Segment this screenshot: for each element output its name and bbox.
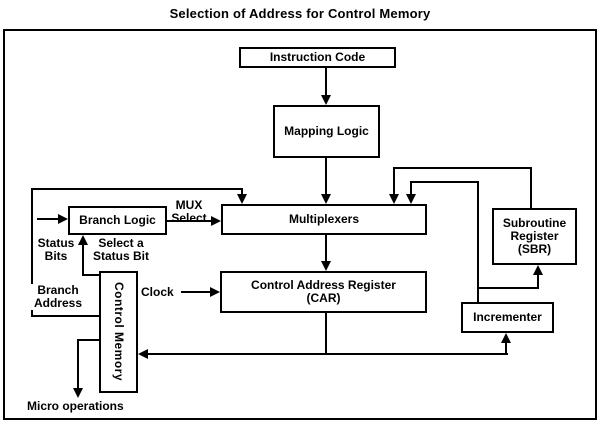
branch-logic-box: Branch Logic — [68, 206, 167, 235]
arrowhead-clock-into-car — [210, 287, 220, 297]
connector-instruction-to-mapping — [325, 68, 327, 96]
arrowhead-branch-address-into-mux — [237, 194, 247, 204]
connector-branch-address-top — [31, 188, 243, 190]
status-bits-label: Status Bits — [37, 236, 75, 263]
connector-select-status-bit-horizontal — [82, 274, 100, 276]
connector-mux-to-car — [325, 235, 327, 262]
connector-feedback-rail — [148, 353, 508, 355]
connector-clock — [181, 291, 211, 293]
connector-incrementer-to-sbr-rise — [537, 275, 539, 289]
multiplexers-box: Multiplexers — [221, 204, 427, 235]
connector-sbr-output-up — [530, 167, 532, 208]
connector-micro-operations-drop — [77, 339, 79, 389]
connector-incrementer-to-sbr-horizontal — [477, 287, 539, 289]
connector-branch-address-rise — [31, 188, 33, 317]
arrowhead-into-incrementer — [501, 333, 511, 343]
control-address-register-box: Control Address Register (CAR) — [220, 271, 427, 313]
arrowhead-mapping-into-mux — [321, 194, 331, 204]
connector-branch-address-bottom — [31, 315, 99, 317]
arrowhead-status-into-branch-logic — [58, 214, 68, 224]
clock-label: Clock — [141, 285, 174, 299]
arrowhead-mux-select-into-mux — [211, 216, 221, 226]
connector-incrementer-to-mux-drop — [410, 183, 412, 195]
arrowhead-sbr-into-mux — [389, 194, 399, 204]
connector-mapping-to-mux — [325, 158, 327, 195]
branch-address-label: Branch Address — [26, 284, 90, 310]
arrowhead-into-control-memory — [138, 349, 148, 359]
arrowhead-incrementer-into-mux — [406, 194, 416, 204]
arrowhead-into-mapping-logic — [321, 95, 331, 105]
subroutine-register-box: Subroutine Register (SBR) — [492, 208, 577, 265]
arrowhead-micro-operations — [73, 388, 83, 398]
instruction-code-box: Instruction Code — [239, 47, 396, 68]
control-memory-box: Control Memory — [99, 271, 138, 393]
connector-rail-to-incrementer — [505, 342, 507, 355]
connector-micro-operations-horizontal — [77, 339, 101, 341]
micro-operations-label: Micro operations — [27, 399, 124, 413]
connector-sbr-to-mux-horizontal — [393, 167, 532, 169]
connector-incrementer-output-up — [477, 181, 479, 302]
diagram-title: Selection of Address for Control Memory — [169, 6, 431, 21]
connector-car-output-down — [325, 313, 327, 355]
incrementer-box: Incrementer — [461, 302, 554, 333]
connector-status-bits — [37, 218, 59, 220]
arrowhead-into-car — [321, 261, 331, 271]
arrowhead-into-sbr — [533, 265, 543, 275]
connector-mux-select — [167, 220, 212, 222]
connector-incrementer-to-mux-horizontal — [410, 181, 479, 183]
connector-select-status-bit-rise — [82, 244, 84, 276]
mapping-logic-box: Mapping Logic — [273, 105, 380, 158]
select-status-bit-label: Select a Status Bit — [92, 236, 149, 263]
connector-branch-address-drop — [241, 190, 243, 195]
arrowhead-into-branch-logic-bottom — [78, 235, 88, 245]
connector-sbr-to-mux-drop — [393, 169, 395, 195]
mux-select-label: MUX Select — [171, 198, 207, 225]
